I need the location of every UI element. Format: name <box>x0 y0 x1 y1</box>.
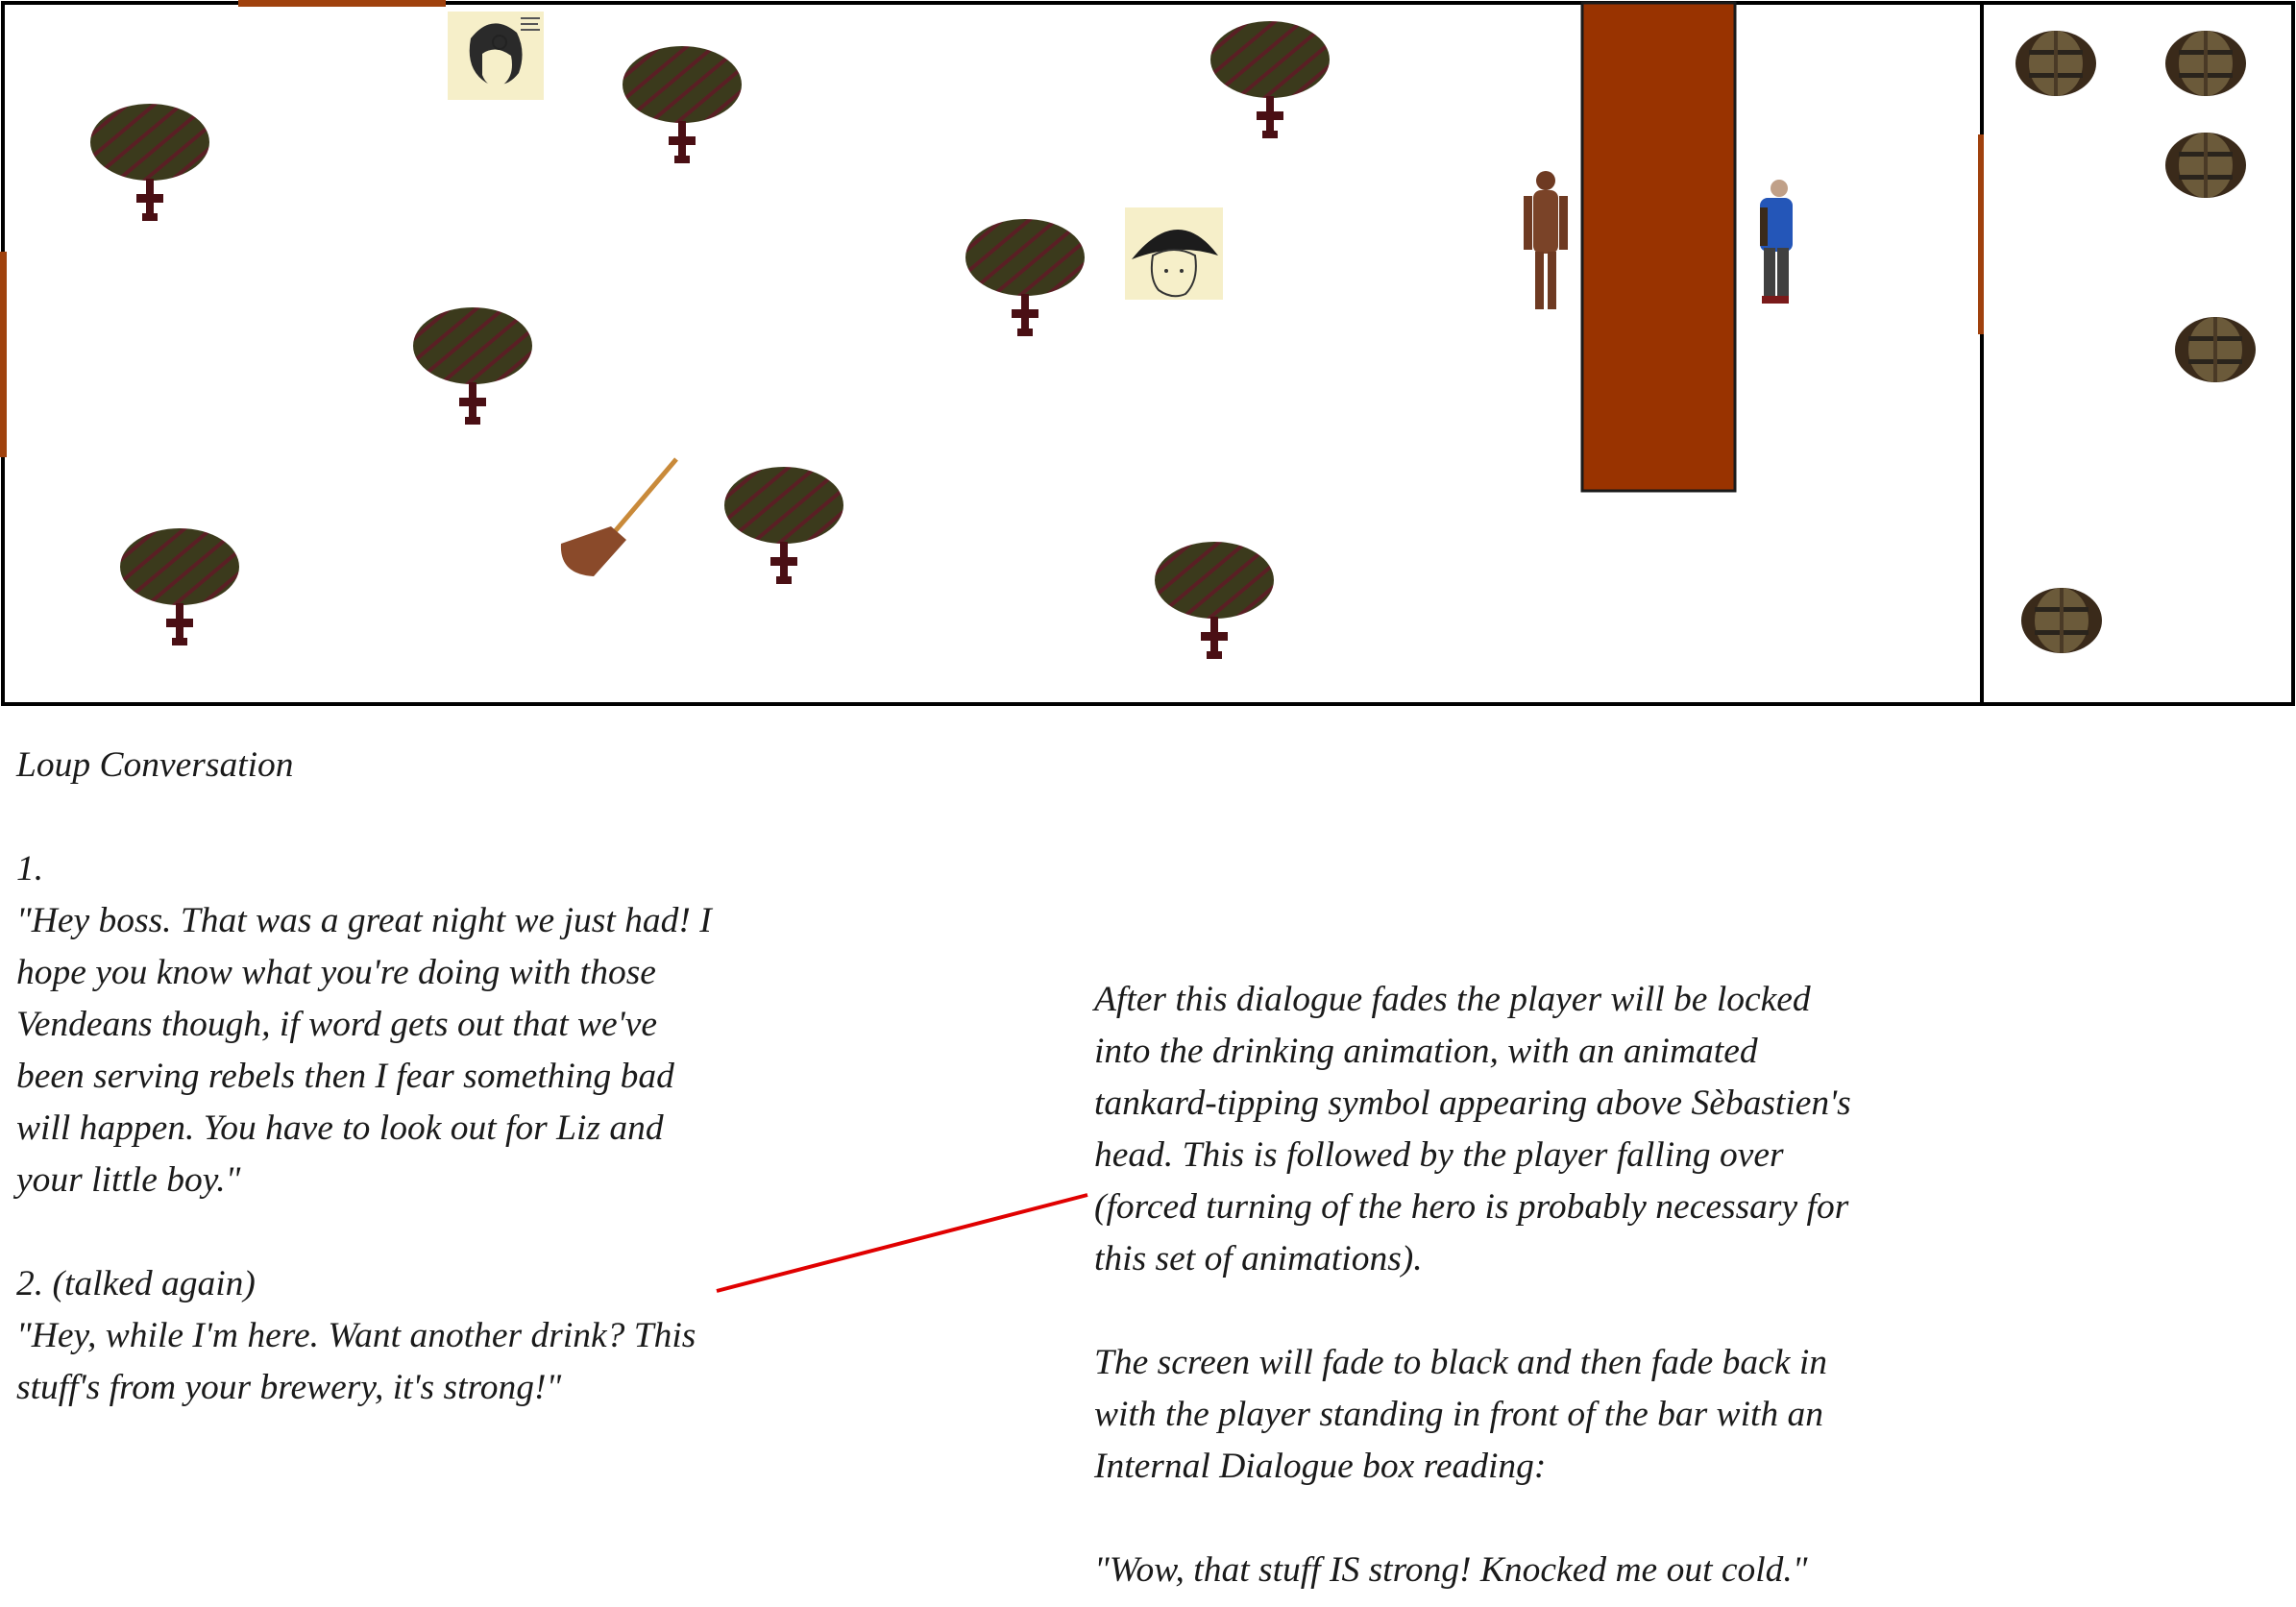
portrait-sketch-2 <box>1125 207 1223 300</box>
barrel <box>2175 317 2256 382</box>
conversation-block: Loup Conversation 1. "Hey boss. That was… <box>16 740 843 1414</box>
door-top <box>238 0 446 7</box>
barrel <box>2165 31 2246 96</box>
bar-counter <box>1580 1 1737 493</box>
door-left <box>0 252 7 457</box>
notes-block: After this dialogue fades the player wil… <box>1094 974 2055 1596</box>
conversation-title: Loup Conversation <box>16 745 294 785</box>
line1-label: 1. <box>16 849 44 889</box>
player-hero-sprite <box>1760 180 1793 304</box>
notes-para3: "Wow, that stuff IS strong! Knocked me o… <box>1094 1550 1808 1590</box>
room-outline <box>1 1 2295 706</box>
line2-label: 2. (talked again) <box>16 1264 256 1303</box>
line1-text: "Hey boss. That was a great night we jus… <box>16 901 712 1200</box>
notes-para2: The screen will fade to black and then f… <box>1094 1343 1828 1486</box>
portrait-sketch-1 <box>448 12 544 100</box>
barrel <box>2021 588 2102 653</box>
door-storeroom <box>1978 134 1984 334</box>
barkeep-npc <box>1524 171 1568 309</box>
broom-prop <box>560 457 678 576</box>
notes-para1: After this dialogue fades the player wil… <box>1094 980 1851 1278</box>
line2-text: "Hey, while I'm here. Want another drink… <box>16 1316 696 1407</box>
barrel <box>2015 31 2096 96</box>
barrel <box>2165 133 2246 198</box>
annotation-arrow <box>716 1193 1088 1293</box>
